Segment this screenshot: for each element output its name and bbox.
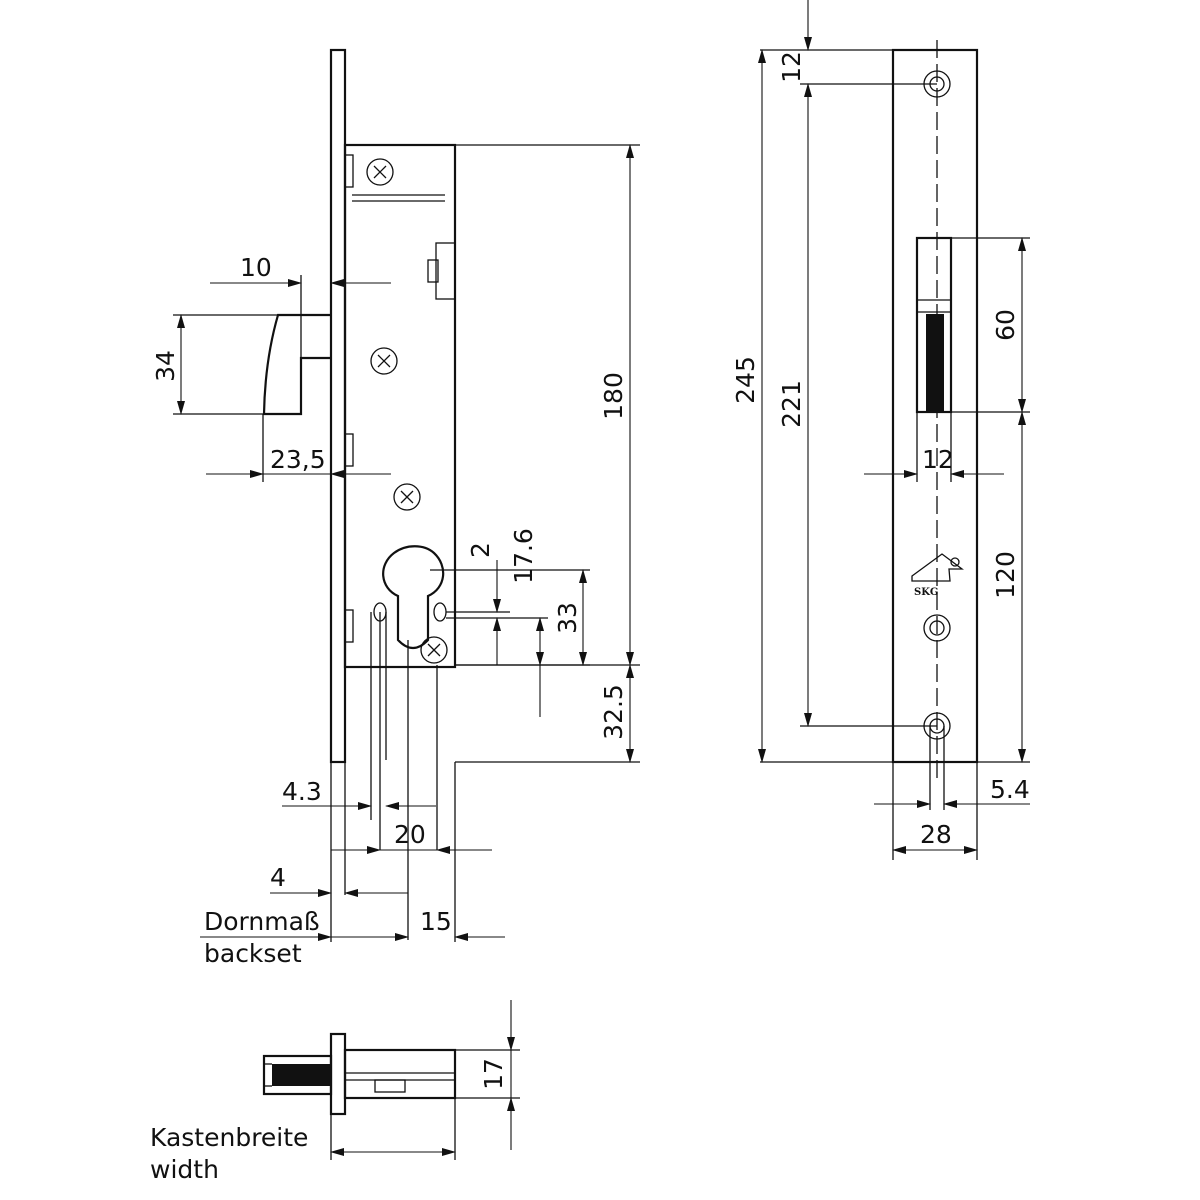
logo-text: SKG [914,587,938,598]
dim-33: 33 [553,602,582,634]
dim-20: 20 [394,820,426,849]
skg-logo-icon: SKG [911,553,964,598]
dim-10: 10 [240,253,272,282]
label-width: width [150,1155,219,1184]
screw-hole-icon [433,602,447,622]
label-dornmass: Dornmaß [204,907,320,936]
dim-221: 221 [777,380,806,428]
case-top [343,1048,457,1100]
top-view: 17 Kastenbreite width [150,1000,520,1184]
dim-17: 17 [479,1058,508,1090]
strike-plate-view: SKG 245 221 12 60 120 [731,0,1030,860]
dim-5-4: 5.4 [990,775,1030,804]
lock-case [343,143,457,669]
screw-cross-icon [420,636,448,664]
label-backset: backset [204,939,302,968]
dim-12-mid: 12 [922,445,954,474]
spring-block [435,242,456,300]
screw-hole-icon [923,614,951,642]
dim-17-6: 17.6 [509,528,538,584]
dim-12-top: 12 [777,51,806,83]
screw-cross-icon [370,347,398,375]
screw-cross-icon [393,483,421,511]
dim-4-3: 4.3 [282,777,322,806]
faceplate [329,48,347,764]
dim-32-5: 32.5 [599,684,628,740]
dim-180: 180 [599,372,628,420]
front-view: 10 34 23,5 180 32.5 2 17.6 33 [151,48,640,968]
dim-2: 2 [466,542,495,558]
dim-34: 34 [151,350,180,382]
label-kastenbreite: Kastenbreite [150,1123,308,1152]
latch-bolt [262,313,331,416]
strike-plate [891,48,979,764]
dim-4: 4 [270,863,286,892]
dim-15: 15 [420,907,452,936]
dim-60: 60 [991,309,1020,341]
dim-245: 245 [731,356,760,404]
dim-120: 120 [991,551,1020,599]
faceplate-top [329,1032,347,1116]
dim-28: 28 [920,820,952,849]
screw-cross-icon [366,158,394,186]
dim-23-5: 23,5 [270,445,326,474]
cylinder-cutout-icon [382,545,445,650]
